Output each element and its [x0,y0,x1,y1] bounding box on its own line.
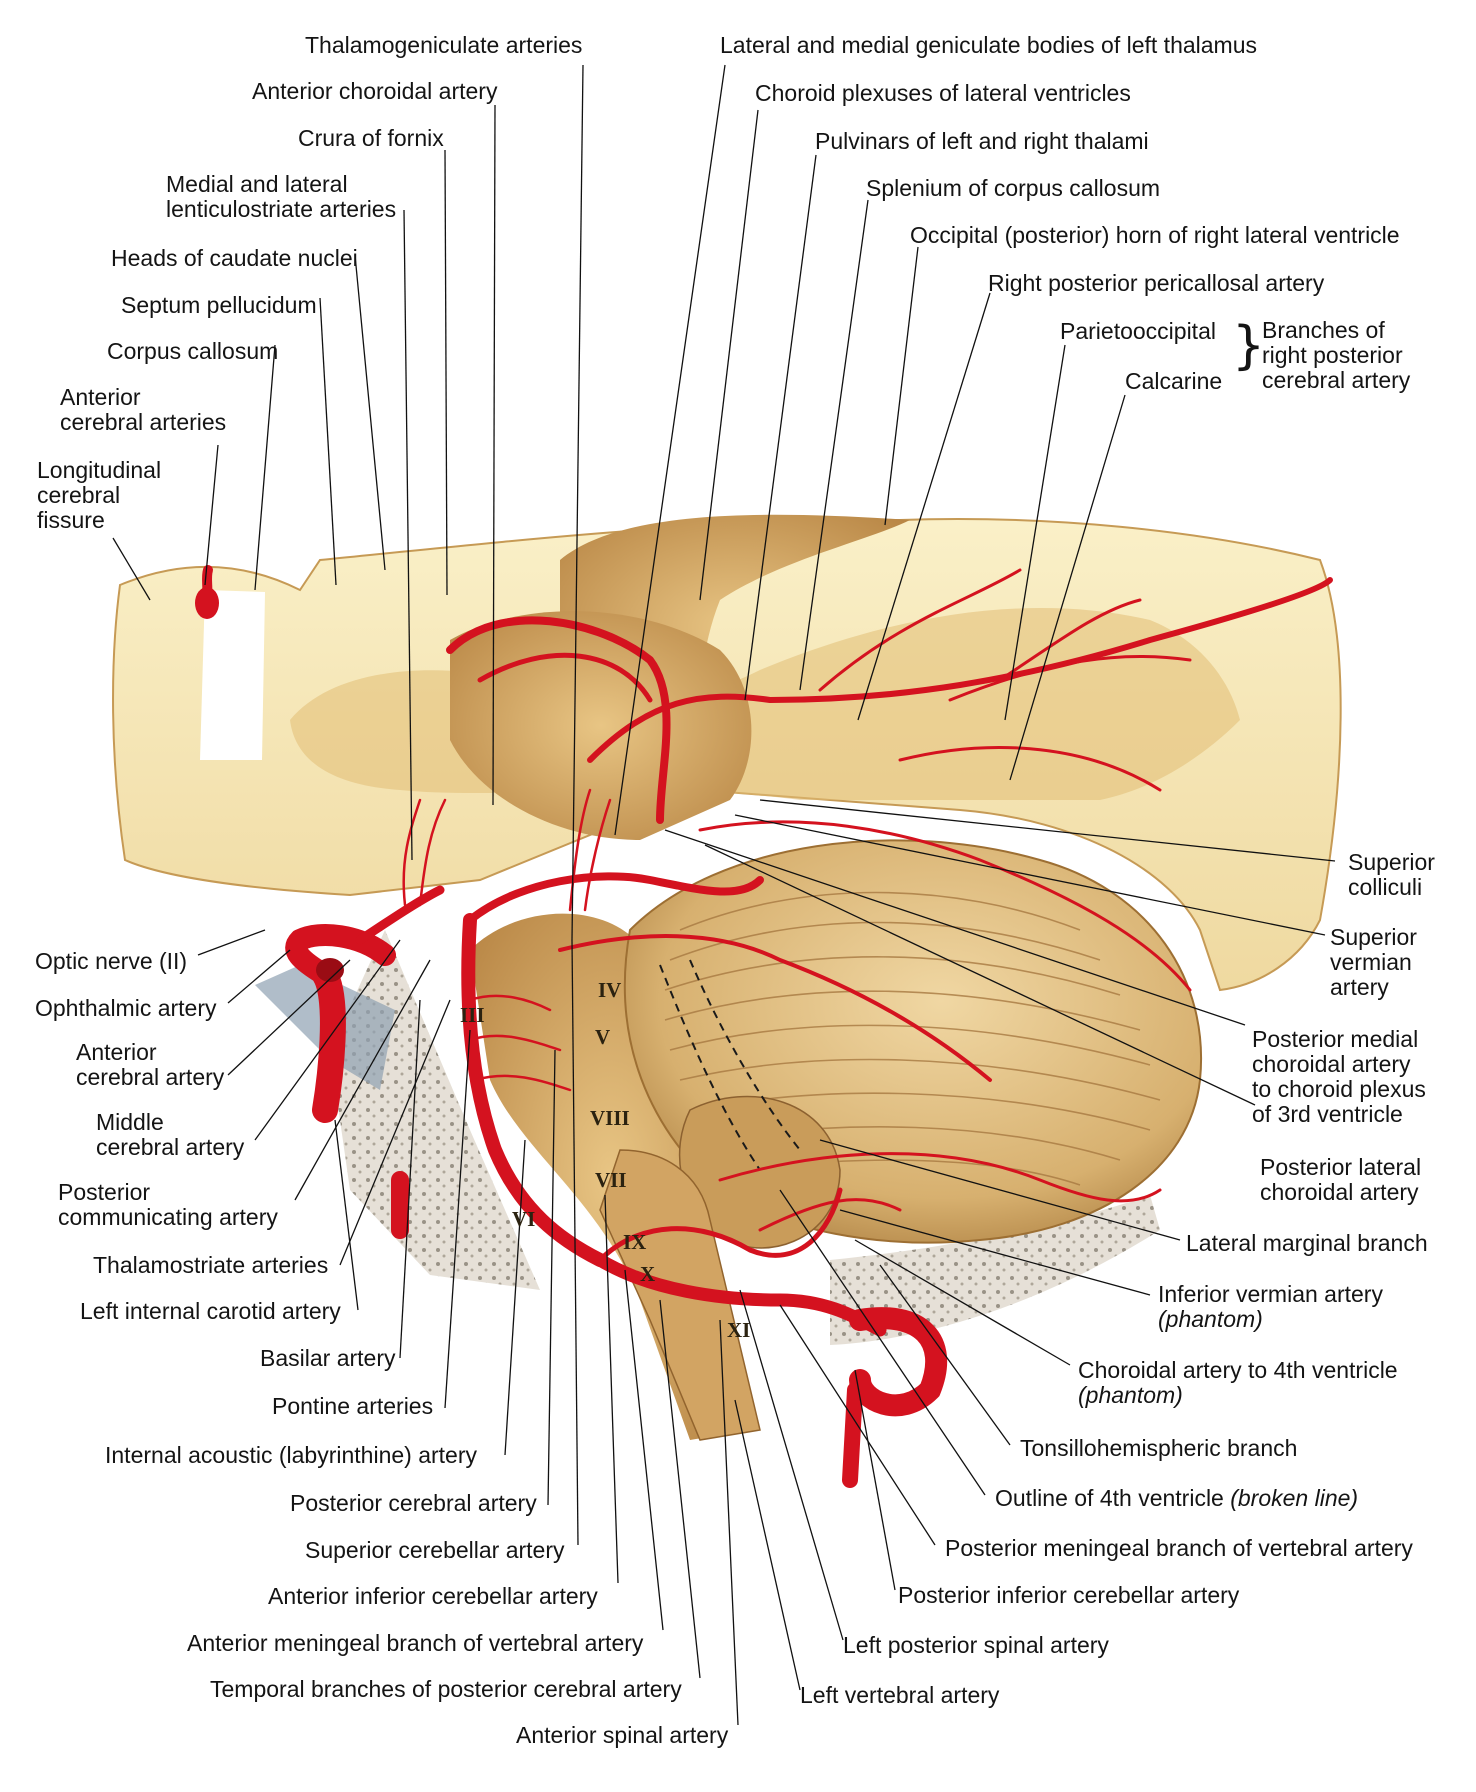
label-choroidal-4th-text: Choroidal artery to 4th ventricle [1078,1357,1398,1383]
label-crura-fornix: Crura of fornix [298,125,444,151]
choroidal-arch [446,616,671,824]
vertebral-descend [842,1382,863,1488]
label-posterior-medial-choroidal: Posterior medial choroidal artery to cho… [1252,1026,1426,1127]
nerve-VIII-label: VIII [590,1106,630,1130]
label-geniculate-bodies: Lateral and medial geniculate bodies of … [720,32,1258,58]
label-pca: Posterior cerebral artery [290,1490,537,1516]
label-anterior-choroidal: Anterior choroidal artery [252,78,498,104]
label-left-vertebral: Left vertebral artery [800,1682,1000,1708]
label-thalamogeniculate: Thalamogeniculate arteries [305,32,583,58]
lenticulostriate-vessels [402,788,612,912]
label-longitudinal-fissure: Longitudinal cerebral fissure [37,457,162,533]
pericallosal-vessel [587,577,1333,763]
label-labyrinthine: Internal acoustic (labyrinthine) artery [105,1442,477,1468]
label-outline-4th: Outline of 4th ventricle (broken line) [995,1485,1358,1511]
corpus-callosum-white [200,590,265,760]
brace-icon: } [1232,316,1266,376]
label-anterior-spinal: Anterior spinal artery [516,1722,729,1748]
label-anterior-cerebral-arteries: Anterior cerebral arteries [60,384,227,435]
label-thalamostriate: Thalamostriate arteries [93,1252,329,1278]
label-pulvinars: Pulvinars of left and right thalami [815,128,1149,154]
label-posterior-meningeal: Posterior meningeal branch of vertebral … [945,1535,1413,1561]
label-pica: Posterior inferior cerebellar artery [898,1582,1240,1608]
label-aica: Anterior inferior cerebellar artery [268,1583,598,1609]
lateral-marginal-vessel [718,1152,1162,1203]
pontine-vessels [468,994,572,1092]
label-temporal-branches: Temporal branches of posterior cerebral … [210,1676,682,1702]
label-lateral-marginal: Lateral marginal branch [1186,1230,1428,1256]
label-left-ica: Left internal carotid artery [80,1298,341,1324]
label-outline-4th-note: (broken line) [1230,1485,1359,1511]
label-inferior-vermian-note: (phantom) [1158,1306,1263,1332]
nerve-VI-label: VI [512,1207,536,1231]
mca-vessel [355,885,445,945]
nerve-X-label: X [640,1262,656,1286]
label-superior-colliculi: Superior colliculi [1348,849,1435,900]
sca-vessel [558,934,992,1082]
aca-cut-stump [195,587,219,619]
label-posterior-lateral-choroidal: Posterior lateral choroidal artery [1260,1154,1422,1205]
label-splenium: Splenium of corpus callosum [866,175,1161,201]
label-basilar: Basilar artery [260,1345,396,1371]
label-choroid-plexuses: Choroid plexuses of lateral ventricles [755,80,1131,106]
label-anterior-meningeal: Anterior meningeal branch of vertebral a… [187,1630,644,1656]
label-left-posterior-spinal: Left posterior spinal artery [843,1632,1109,1658]
superior-vermian-vessel [698,820,1192,992]
label-right-pericallosal: Right posterior pericallosal artery [988,270,1325,296]
label-choroidal-4th-note: (phantom) [1078,1382,1183,1408]
label-inferior-vermian: Inferior vermian artery (phantom) [1158,1282,1383,1332]
label-middle-cerebral: Middle cerebral artery [96,1109,245,1160]
pericallosal-branches [818,568,1192,792]
fourth-ventricle-outline [659,959,801,1171]
ica-cut-top [316,958,344,982]
pca-vessel [466,872,764,924]
label-tonsillohemispheric: Tonsillohemispheric branch [1020,1435,1298,1461]
occipital-bone [830,1195,1160,1345]
label-anterior-cerebral: Anterior cerebral artery [76,1039,225,1090]
pica-vessel [597,1187,843,1263]
nerve-IV-label: IV [598,978,622,1002]
label-optic-nerve: Optic nerve (II) [35,948,188,974]
basilar-vessel [461,913,607,1267]
nerve-VII-label: VII [595,1168,627,1192]
nerve-V-label: V [595,1025,611,1049]
label-branches-right-pca: Branches of right posterior cerebral art… [1262,317,1411,393]
label-calcarine: Calcarine [1125,368,1223,394]
label-outline-4th-text: Outline of 4th ventricle [995,1485,1224,1511]
label-ophthalmic: Ophthalmic artery [35,995,217,1021]
internal-carotid-vessel [312,962,346,1123]
label-occipital-horn: Occipital (posterior) horn of right late… [910,222,1400,248]
vertebral-loop [849,1307,948,1417]
label-septum: Septum pellucidum [121,292,317,318]
nerve-III-label: III [460,1003,485,1027]
label-sca: Superior cerebellar artery [305,1537,565,1563]
label-choroidal-4th: Choroidal artery to 4th ventricle (phant… [1078,1358,1398,1408]
leader-lines [112,64,1336,1726]
thalamus [450,611,752,840]
tonsillo-vessel [758,1198,902,1232]
label-inferior-vermian-text: Inferior vermian artery [1158,1281,1383,1307]
label-pontine: Pontine arteries [272,1393,434,1419]
label-parietooccipital: Parietooccipital [1060,318,1216,344]
label-posterior-communicating: Posterior communicating artery [58,1179,278,1230]
label-superior-vermian: Superior vermian artery [1330,924,1417,1000]
label-lenticulostriate: Medial and lateral lenticulostriate arte… [166,171,397,222]
nerve-IX-label: IX [623,1230,647,1254]
label-corpus-callosum: Corpus callosum [107,338,279,364]
label-caudate-heads: Heads of caudate nuclei [111,245,358,271]
nerve-XI-label: XI [727,1318,751,1342]
